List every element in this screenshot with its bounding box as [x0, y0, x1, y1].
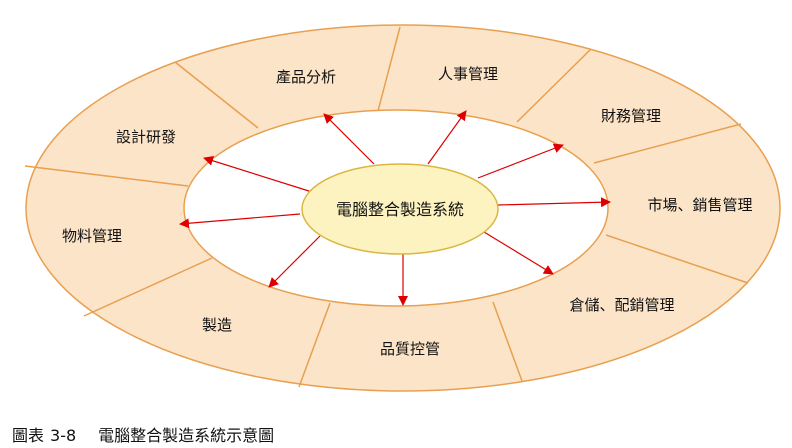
segment-label-product-analysis: 產品分析	[276, 68, 336, 86]
arrows	[179, 110, 611, 306]
arrow-materials	[179, 213, 301, 229]
arrow-design	[203, 155, 313, 193]
segment-dividers	[24, 26, 749, 388]
arrow-finance	[477, 143, 564, 179]
arrow-hr	[427, 110, 467, 165]
segment-label-hr: 人事管理	[438, 65, 498, 83]
segment-label-marketing-sales: 市場、銷售管理	[647, 196, 752, 214]
caption-text: 電腦整合製造系統示意圖	[98, 426, 275, 445]
figure-caption: 圖表 3-8 電腦整合製造系統示意圖	[12, 422, 274, 446]
arrow-product-analysis	[323, 113, 375, 165]
divider	[174, 61, 259, 129]
divider	[24, 165, 189, 187]
cim-diagram: 電腦整合製造系統 產品分析 人事管理 財務管理 市場、銷售管理 倉儲、配銷管理 …	[24, 24, 781, 392]
divider	[377, 26, 401, 112]
arrow-marketing	[497, 197, 611, 208]
caption-prefix: 圖表	[12, 426, 45, 445]
divider	[83, 257, 213, 317]
divider	[593, 123, 742, 164]
divider	[605, 234, 749, 284]
segment-label-design-rd: 設計研發	[116, 128, 176, 146]
segment-label-warehouse-distribution: 倉儲、配銷管理	[569, 296, 674, 314]
divider	[298, 302, 331, 388]
segment-label-materials: 物料管理	[62, 227, 122, 245]
segment-label-finance: 財務管理	[601, 107, 661, 125]
arrow-warehouse	[483, 231, 554, 275]
center-label: 電腦整合製造系統	[336, 200, 464, 219]
divider	[492, 301, 523, 382]
arrow-manufacturing	[268, 235, 321, 288]
caption-number: 3-8	[50, 426, 77, 445]
center-node	[301, 163, 499, 255]
divider	[516, 48, 592, 123]
segment-label-quality-control: 品質控管	[380, 340, 440, 358]
segment-label-manufacturing: 製造	[202, 316, 232, 334]
